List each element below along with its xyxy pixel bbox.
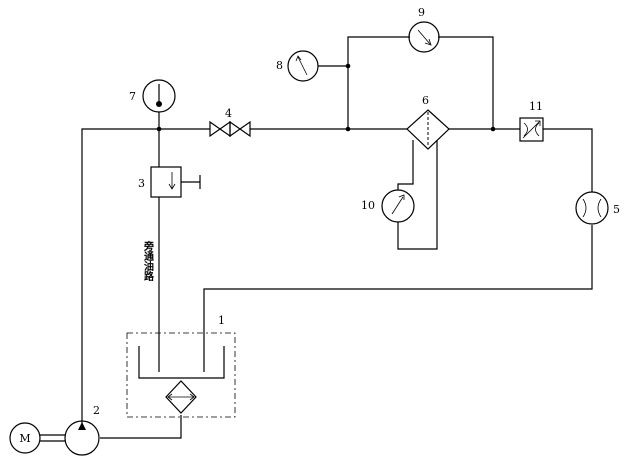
label-9: 9 xyxy=(418,6,425,19)
gauge-10-branch xyxy=(397,140,438,250)
label-1: 1 xyxy=(218,314,225,327)
flowmeter xyxy=(575,191,609,225)
stop-valve xyxy=(209,120,251,138)
junction-dots xyxy=(156,63,496,132)
tank-filter xyxy=(165,380,197,414)
label-6: 6 xyxy=(422,94,429,107)
bypass-line-label: 旁通油路 xyxy=(142,240,155,282)
motor-coupling xyxy=(40,434,66,442)
label-5: 5 xyxy=(613,203,620,216)
oil-tank xyxy=(126,332,236,418)
label-10: 10 xyxy=(361,199,375,212)
electric-motor: M xyxy=(9,422,41,454)
pressure-gauge-7 xyxy=(142,79,176,129)
label-7: 7 xyxy=(129,90,136,103)
pressure-gauge-8 xyxy=(287,50,319,82)
component-labels: 1 2 3 4 5 6 7 8 9 10 11 xyxy=(93,6,620,417)
label-2: 2 xyxy=(93,404,100,417)
throttle-valve xyxy=(519,117,544,142)
label-3: 3 xyxy=(138,177,145,190)
test-filter xyxy=(406,109,450,150)
pressure-gauge-10 xyxy=(381,189,415,223)
motor-label: M xyxy=(19,432,30,445)
main-pipeline xyxy=(81,128,593,425)
hydraulic-pump xyxy=(64,420,100,456)
label-11: 11 xyxy=(529,100,543,113)
differential-gauge-branch xyxy=(318,36,494,129)
relief-valve xyxy=(150,166,201,198)
differential-pressure-gauge-9 xyxy=(408,21,440,53)
pump-outlet-line xyxy=(100,415,182,439)
label-4: 4 xyxy=(225,107,232,120)
label-8: 8 xyxy=(276,59,283,72)
